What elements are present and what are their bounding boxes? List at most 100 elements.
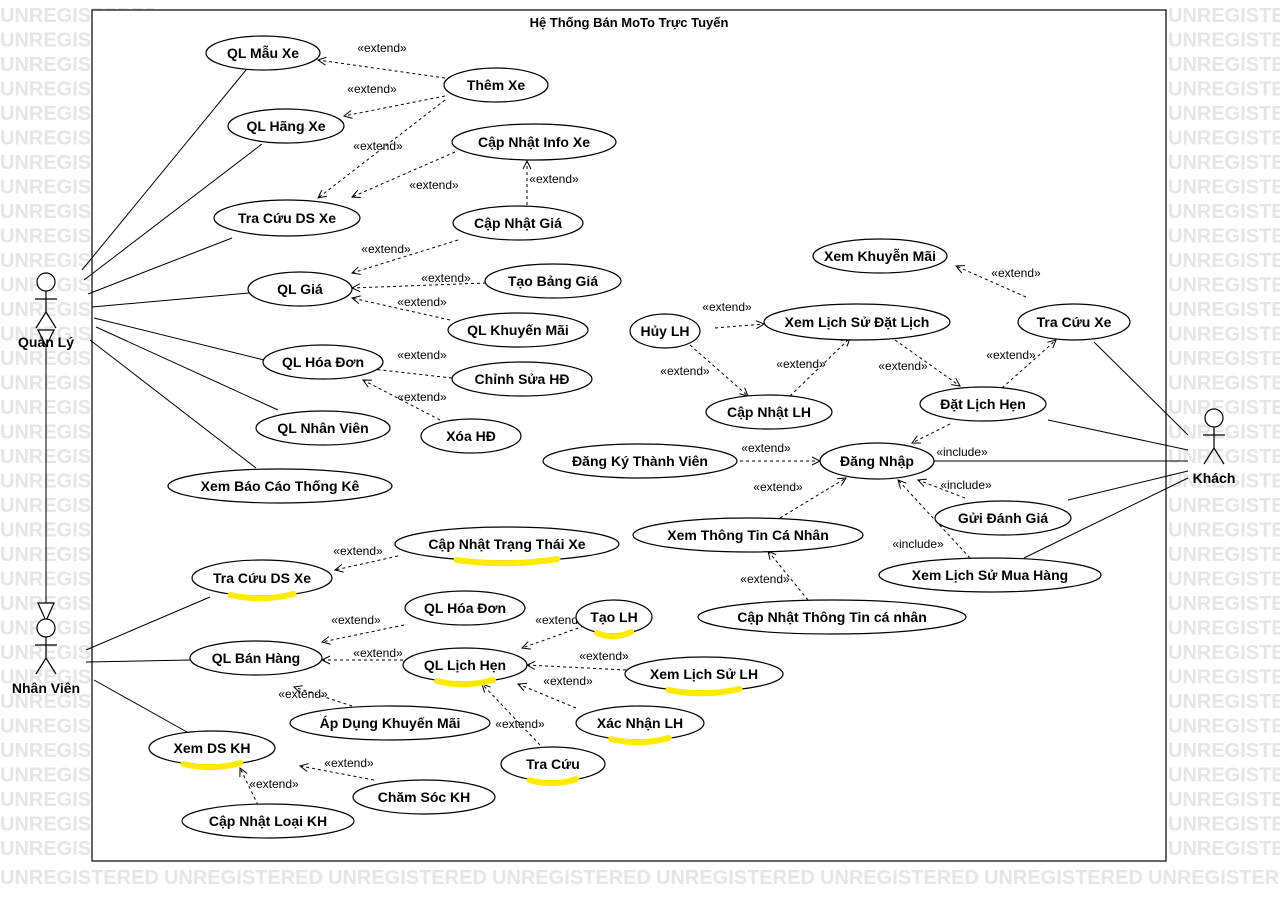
stereotype-label: «extend» — [353, 646, 403, 660]
usecase-nv-ql-hoa-don[interactable]: QL Hóa Đơn — [404, 590, 526, 626]
usecase-cham-soc-kh[interactable]: Chăm Sóc KH — [352, 779, 496, 815]
usecase-cap-nhat-gia[interactable]: Cập Nhật Giá — [452, 205, 584, 241]
dependency: «extend» — [776, 338, 850, 397]
actor-khach[interactable]: Khách — [1193, 408, 1236, 486]
association-line — [95, 326, 279, 411]
usecase-ql-ban-hang[interactable]: QL Bán Hàng — [189, 640, 323, 676]
watermark-text: UNREGISTERED — [1168, 103, 1280, 125]
dependency-line — [344, 95, 446, 116]
dependency-line — [768, 551, 809, 601]
stereotype-label: «extend» — [409, 178, 459, 192]
actor-leg — [1213, 447, 1225, 465]
stereotype-label: «extend» — [495, 717, 545, 731]
actor-nhanvien[interactable]: Nhân Viên — [12, 618, 80, 696]
watermark-text: UNREGISTERED — [1168, 520, 1280, 542]
actor-label: Quản Lý — [18, 334, 74, 350]
usecase-ql-lich-hen[interactable]: QL Lịch Hẹn — [402, 647, 528, 683]
dependency-line — [352, 282, 487, 288]
usecase-label: Cập Nhật Giá — [474, 215, 562, 231]
usecase-label: QL Mẫu Xe — [227, 45, 299, 61]
watermark-text: UNREGISTERED — [1168, 30, 1280, 52]
usecase-ellipse — [404, 590, 526, 626]
dependency-line — [689, 344, 748, 396]
usecase-cap-nhat-lh[interactable]: Cập Nhật LH — [705, 394, 833, 430]
usecase-xem-lich-su-mua[interactable]: Xem Lịch Sử Mua Hàng — [878, 557, 1102, 593]
usecase-ellipse — [181, 803, 355, 839]
usecase-label: Xem Thông Tin Cá Nhân — [667, 527, 829, 543]
usecase-nv-tra-cuu-ds-xe[interactable]: Tra Cứu DS Xe — [191, 559, 333, 597]
usecase-ellipse — [934, 500, 1072, 536]
usecase-dang-ky[interactable]: Đăng Ký Thành Viên — [542, 443, 738, 479]
usecase-dat-lich-hen[interactable]: Đặt Lịch Hẹn — [919, 386, 1047, 422]
usecase-cap-nhat-thong-tin[interactable]: Cập Nhật Thông Tin cá nhân — [697, 599, 967, 635]
usecase-label: Cập Nhật LH — [727, 404, 811, 420]
usecase-label: Tra Cứu Xe — [1037, 314, 1112, 330]
usecase-ql-hoa-don[interactable]: QL Hóa Đơn — [262, 344, 384, 380]
actor-leg — [1203, 447, 1215, 465]
dependency-line — [912, 423, 951, 443]
dependency: «include» — [892, 480, 971, 559]
usecase-ap-dung-km[interactable]: Áp Dụng Khuyến Mãi — [289, 705, 491, 741]
dependency-line — [352, 239, 459, 273]
usecase-xem-khuyen-mai[interactable]: Xem Khuyễn Mãi — [812, 238, 948, 274]
usecase-ellipse — [452, 205, 584, 241]
usecase-tra-cuu-xe[interactable]: Tra Cứu Xe — [1017, 303, 1131, 341]
dependency: «extend» — [363, 380, 447, 421]
usecase-tra-cuu[interactable]: Tra Cứu — [500, 746, 606, 782]
highlight-mark — [453, 556, 561, 567]
usecase-label: QL Giá — [277, 281, 323, 297]
usecase-label: Tra Cứu DS Xe — [213, 570, 311, 586]
usecase-ellipse — [451, 361, 593, 397]
usecase-xem-thong-tin[interactable]: Xem Thông Tin Cá Nhân — [632, 517, 864, 553]
usecase-huy-lh[interactable]: Hủy LH — [629, 313, 701, 349]
usecase-label: QL Khuyến Mãi — [467, 322, 569, 338]
usecase-ql-hang-xe[interactable]: QL Hãng Xe — [227, 108, 345, 144]
association-line — [93, 317, 265, 361]
usecase-xem-ds-kh[interactable]: Xem DS KH — [148, 730, 276, 766]
watermark-text: UNREGISTERED — [1168, 54, 1280, 76]
stereotype-label: «extend» — [776, 357, 826, 371]
usecase-label: Xem Lịch Sử Mua Hàng — [912, 567, 1068, 583]
actor-quanly[interactable]: Quản Lý — [18, 272, 74, 350]
usecase-cap-nhat-info-xe[interactable]: Cập Nhật Info Xe — [451, 123, 617, 161]
usecase-ellipse — [255, 410, 391, 446]
dependency: «extend» — [322, 646, 403, 660]
usecase-ql-mau-xe[interactable]: QL Mẫu Xe — [205, 35, 321, 71]
usecase-xem-bao-cao[interactable]: Xem Báo Cáo Thống Kê — [167, 468, 393, 504]
usecase-ellipse — [878, 557, 1102, 593]
usecase-cap-nhat-trang-thai[interactable]: Cập Nhật Trạng Thái Xe — [394, 526, 620, 562]
usecase-tao-bang-gia[interactable]: Tạo Bảng Giá — [484, 263, 622, 299]
usecase-xoa-hd[interactable]: Xóa HĐ — [420, 418, 522, 454]
watermark-text: UNREGISTERED — [656, 867, 815, 889]
usecase-xem-lich-su-lh[interactable]: Xem Lịch Sử LH — [624, 656, 784, 692]
usecase-ellipse — [352, 779, 496, 815]
actor-leg — [35, 311, 47, 329]
usecase-tao-lh[interactable]: Tạo LH — [575, 599, 653, 635]
usecase-them-xe[interactable]: Thêm Xe — [443, 67, 549, 103]
dependency-line — [482, 684, 541, 746]
watermark-text: UNREGISTERED — [1168, 569, 1280, 591]
usecase-ellipse — [819, 442, 935, 480]
watermark-text: UNREGISTERED — [1168, 299, 1280, 321]
usecase-tra-cuu-ds-xe[interactable]: Tra Cứu DS Xe — [213, 199, 361, 237]
generalization-arrowhead — [37, 602, 55, 623]
watermark-text: UNREGISTERED — [1168, 740, 1280, 762]
dependency: «extend» — [278, 687, 353, 707]
actor-label: Khách — [1193, 470, 1236, 486]
usecase-label: Cập Nhật Loại KH — [209, 813, 327, 829]
usecase-ellipse — [167, 468, 393, 504]
watermark-text: UNREGISTERED — [1168, 765, 1280, 787]
watermark-text: UNREGISTERED — [1168, 593, 1280, 615]
usecase-ql-khuyen-mai[interactable]: QL Khuyến Mãi — [447, 312, 589, 348]
usecase-chinh-sua-hd[interactable]: Chỉnh Sửa HĐ — [451, 361, 593, 397]
usecase-gui-danh-gia[interactable]: Gửi Đánh Giá — [934, 500, 1072, 536]
dependency-line — [918, 480, 966, 499]
stereotype-label: «extend» — [333, 544, 383, 558]
usecase-ql-nhan-vien[interactable]: QL Nhân Viên — [255, 410, 391, 446]
usecase-xem-lich-su-dat-lich[interactable]: Xem Lịch Sử Đặt Lịch — [763, 303, 951, 341]
usecase-cap-nhat-loai-kh[interactable]: Cập Nhật Loại KH — [181, 803, 355, 839]
usecase-xac-nhan-lh[interactable]: Xác Nhận LH — [575, 705, 705, 741]
usecase-ql-gia[interactable]: QL Giá — [247, 271, 353, 307]
usecase-dang-nhap[interactable]: Đăng Nhập — [819, 442, 935, 480]
